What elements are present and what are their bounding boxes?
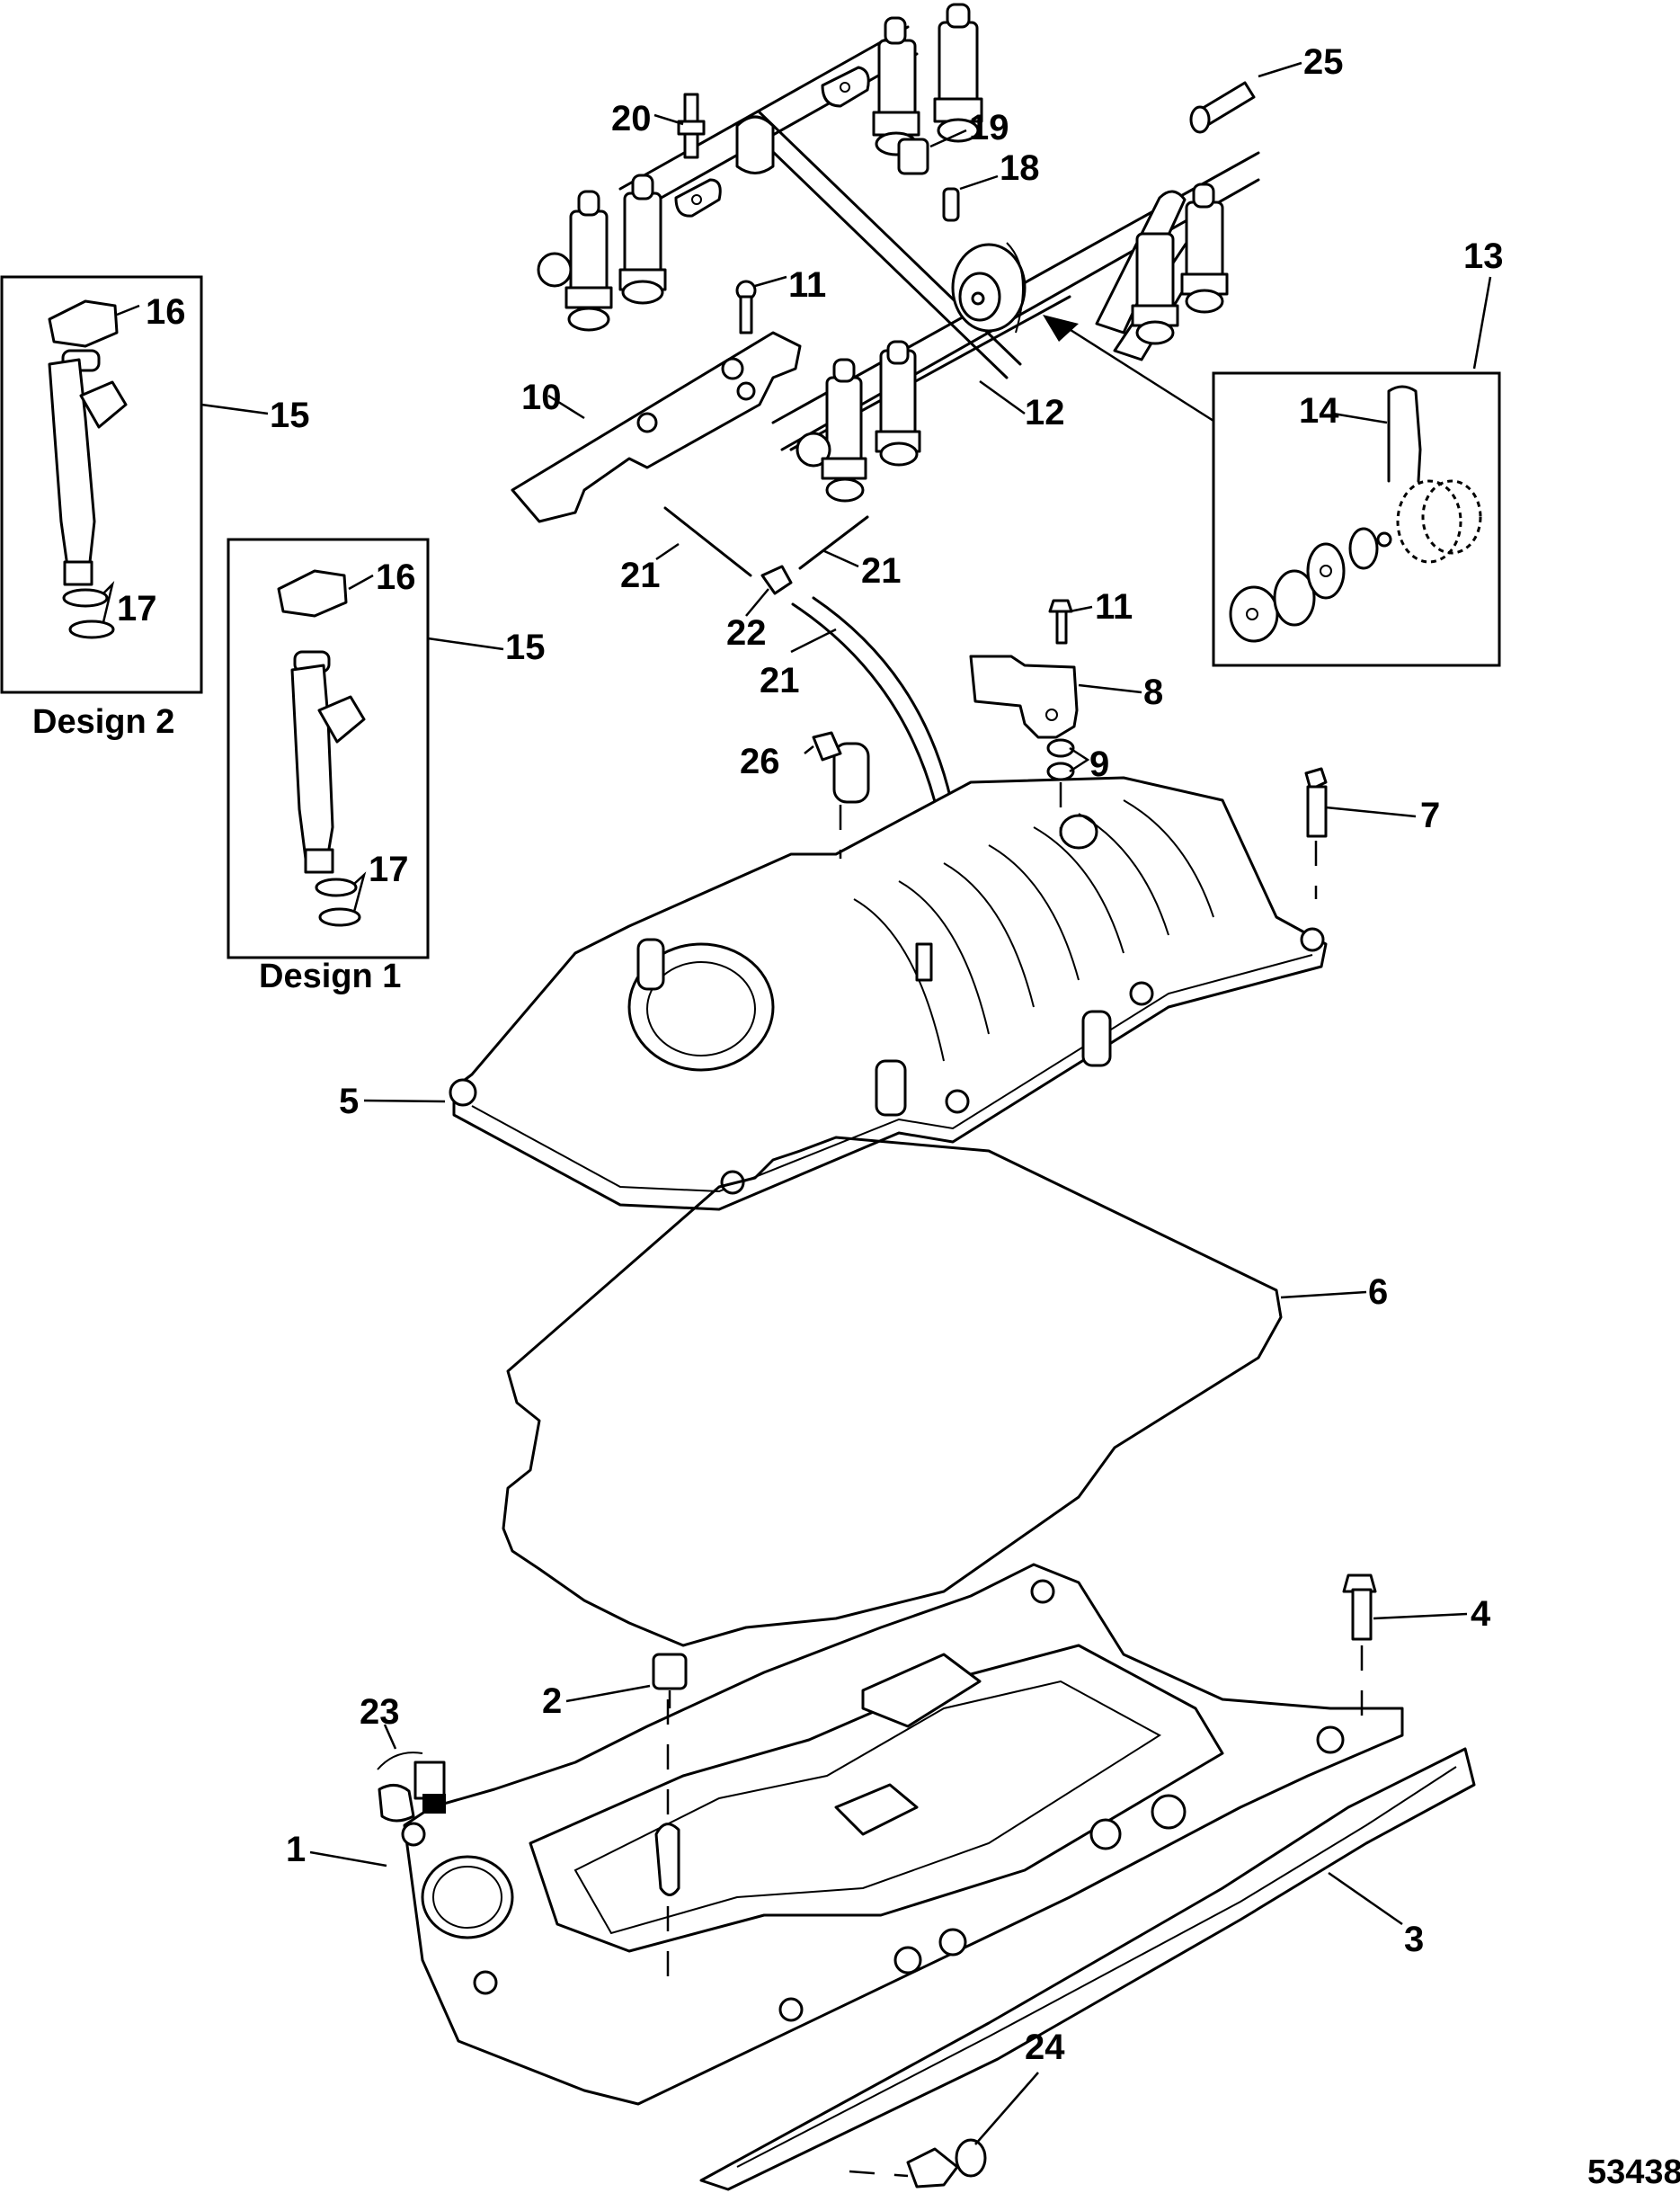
part-8-map-sensor [969, 655, 1142, 739]
injector-left-b [618, 174, 667, 305]
design-2-caption: Design 2 [32, 703, 174, 741]
part-2-plug [565, 1653, 688, 1708]
callout-23: 23 [360, 1692, 400, 1732]
design-1-injector [290, 637, 504, 874]
part-24-drain-plug [849, 2072, 1039, 2189]
callout-8: 8 [1143, 673, 1163, 712]
callout-20: 20 [611, 99, 652, 138]
regulator-kit-parts [1229, 479, 1482, 643]
part-25-fitting [1189, 61, 1302, 134]
design-2-o-rings [62, 580, 115, 639]
part-5-upper-intake-manifold [363, 776, 1328, 1211]
part-14-retaining-clip [1332, 385, 1422, 483]
rail-injectors [537, 3, 1229, 503]
part-18-valve [942, 174, 999, 222]
callout-17b: 17 [369, 850, 409, 889]
callout-9: 9 [1089, 744, 1109, 784]
callout-18: 18 [1000, 148, 1040, 188]
callout-14: 14 [1299, 391, 1339, 431]
injector-right-b [1180, 183, 1229, 314]
callout-labels: 1 2 3 4 5 6 7 8 9 10 11 11 12 13 14 15 1… [32, 42, 1680, 2191]
callout-16b: 16 [376, 557, 416, 597]
callout-19: 19 [969, 108, 1009, 147]
design-2-injector-clip [48, 299, 140, 348]
callout-10: 10 [521, 378, 562, 417]
part-19-cap [897, 129, 967, 175]
callout-7: 7 [1420, 796, 1440, 835]
design-2-injector [48, 349, 269, 586]
callout-22: 22 [726, 613, 767, 653]
injector-top-b [933, 3, 983, 143]
callout-24: 24 [1025, 2028, 1065, 2067]
part-7-bolt [1304, 767, 1417, 899]
injector-right-a [1131, 232, 1179, 345]
callout-6: 6 [1368, 1272, 1388, 1312]
fuel-pressure-regulator [951, 242, 1027, 334]
callout-5: 5 [339, 1082, 359, 1121]
design-2-injector-box [0, 275, 269, 694]
design-1-injector-clip [277, 569, 374, 618]
part-26-pcv-elbow [804, 731, 870, 804]
callout-17a: 17 [117, 589, 157, 628]
part-4-bolt [1342, 1573, 1468, 1726]
part-11-sensor-screw [1048, 599, 1093, 645]
regulator-kit-box [1043, 276, 1501, 667]
part-22-vacuum-tee [745, 565, 793, 617]
part-10-fuel-rail-bracket [511, 331, 802, 523]
part-11-bracket-screw [735, 275, 787, 334]
callout-21c: 21 [760, 661, 800, 700]
callout-3: 3 [1404, 1920, 1424, 1959]
callout-13: 13 [1463, 236, 1504, 276]
design-1-caption: Design 1 [259, 958, 401, 995]
callout-21a: 21 [620, 556, 661, 595]
callout-16a: 16 [146, 292, 186, 332]
injector-left-a [537, 190, 613, 332]
injector-center-a [796, 358, 867, 503]
callout-15b: 15 [505, 628, 546, 667]
callout-1: 1 [286, 1830, 306, 1869]
figure-reference-number: 53438 [1587, 2153, 1680, 2191]
callout-11a: 11 [788, 265, 826, 305]
part-1-lower-intake-manifold [309, 1563, 1404, 2106]
callout-15a: 15 [270, 396, 310, 435]
design-1-o-rings [315, 871, 367, 927]
callout-21b: 21 [861, 551, 902, 591]
callout-25: 25 [1303, 42, 1344, 82]
injector-top-a [872, 16, 920, 156]
leader-12 [979, 379, 1026, 415]
callout-4: 4 [1471, 1594, 1491, 1634]
design-1-injector-box [227, 538, 504, 959]
callout-11b: 11 [1095, 587, 1133, 627]
callout-12: 12 [1025, 393, 1065, 432]
injector-center-b [875, 340, 921, 467]
part-9-o-rings [1046, 738, 1090, 781]
part-3-lower-manifold-gasket [699, 1747, 1476, 2191]
callout-2: 2 [542, 1681, 562, 1721]
part-23-plug-and-fitting [377, 1724, 446, 1823]
part-20-stud [653, 93, 706, 159]
part-6-upper-manifold-gasket [502, 1136, 1367, 1647]
callout-26: 26 [740, 742, 780, 781]
